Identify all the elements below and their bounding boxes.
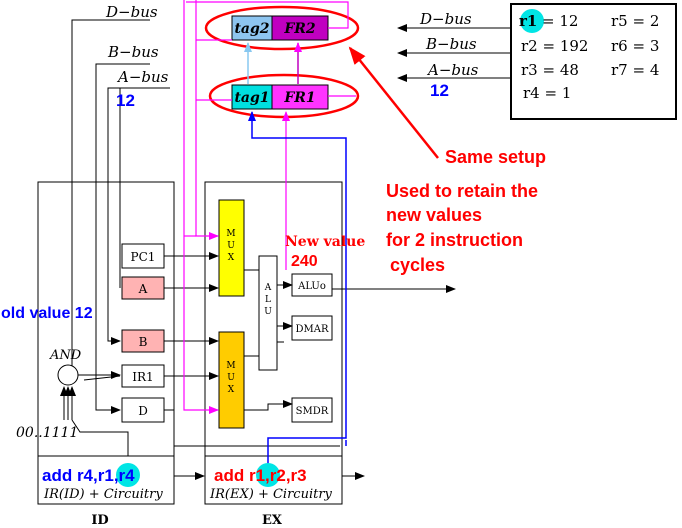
tag2-register bbox=[231, 15, 273, 41]
fr2-ellipse bbox=[204, 5, 360, 51]
smdr-label: SMDR bbox=[296, 406, 329, 417]
reg-r1-value: = 12 bbox=[542, 12, 578, 30]
retain-line-3: for 2 instruction bbox=[386, 230, 523, 250]
tag1-register bbox=[231, 84, 273, 110]
ex-r1-highlight bbox=[256, 463, 280, 487]
pc1-register bbox=[121, 243, 165, 269]
reg-r3: r3 = 48 bbox=[521, 61, 579, 79]
ex-instruction: add r1,r2,r3 bbox=[214, 466, 307, 485]
smdr-register bbox=[291, 397, 333, 423]
regfile-a-bus-value: 12 bbox=[430, 81, 449, 100]
reg-r4: r4 = 1 bbox=[523, 84, 571, 102]
forwarding-wires-blue bbox=[248, 111, 347, 470]
alu bbox=[258, 255, 278, 371]
dmar-label: DMAR bbox=[295, 324, 328, 335]
id-stage-label: ID bbox=[91, 513, 108, 528]
left-bus-lines bbox=[71, 19, 170, 414]
id-caption: IR(ID) + Circuitry bbox=[43, 487, 163, 502]
mux-upper bbox=[218, 199, 245, 297]
r1-highlight bbox=[520, 9, 544, 33]
a-bus-value: 12 bbox=[116, 91, 135, 110]
old-value-label: old value 12 bbox=[1, 305, 93, 322]
regfile-bus-arrows bbox=[397, 24, 511, 82]
new-value-label: New value bbox=[285, 234, 365, 250]
and-gate-label: AND bbox=[49, 348, 82, 363]
ex-caption: IR(EX) + Circuitry bbox=[209, 487, 333, 502]
fr2-register bbox=[271, 15, 329, 41]
id-instruction: add r4,r1,r4 bbox=[42, 466, 135, 485]
b-bus-label: B−bus bbox=[107, 43, 159, 61]
reg-r1-name: r1 bbox=[519, 12, 537, 30]
d-register-label: D bbox=[138, 404, 148, 418]
a-bus-label: A−bus bbox=[116, 68, 169, 86]
mux-lower bbox=[218, 331, 245, 429]
id-to-ex-wires bbox=[164, 252, 456, 447]
regfile-b-bus-label: B−bus bbox=[425, 35, 477, 53]
new-value-number: 240 bbox=[291, 253, 318, 270]
d-register bbox=[121, 397, 165, 423]
reg-r5: r5 = 2 bbox=[611, 12, 659, 30]
fr1-label: FR1 bbox=[283, 90, 315, 106]
and-gate bbox=[57, 364, 79, 386]
retain-line-1: Used to retain the bbox=[386, 181, 538, 201]
tag1-label: tag1 bbox=[234, 90, 269, 106]
retain-line-4: cycles bbox=[390, 255, 445, 275]
d-bus-label: D−bus bbox=[105, 3, 158, 21]
retain-line-2: new values bbox=[386, 205, 482, 225]
ir1-label: IR1 bbox=[132, 370, 153, 384]
bits-label: 00..1111 bbox=[16, 425, 78, 441]
reg-r6: r6 = 3 bbox=[611, 37, 659, 55]
regfile-d-bus-label: D−bus bbox=[419, 10, 472, 28]
reg-r2: r2 = 192 bbox=[521, 37, 588, 55]
id-stage-box bbox=[37, 181, 175, 505]
b-register-label: B bbox=[139, 335, 148, 349]
and-gate-wires bbox=[60, 371, 129, 456]
forwarding-wires-pink bbox=[183, 0, 356, 414]
fr1-register bbox=[271, 84, 329, 110]
id-r1-highlight bbox=[116, 463, 140, 487]
pc1-label: PC1 bbox=[131, 250, 156, 264]
same-setup-label: Same setup bbox=[445, 147, 546, 167]
tag2-label: tag2 bbox=[234, 21, 269, 37]
fr2-label: FR2 bbox=[283, 21, 316, 37]
ex-stage-label: EX bbox=[262, 513, 283, 528]
reg-r7: r7 = 4 bbox=[611, 61, 659, 79]
same-setup-arrow bbox=[348, 46, 439, 159]
ex-stage-box bbox=[204, 181, 343, 505]
a-register-label: A bbox=[138, 282, 148, 296]
regfile-a-bus-label: A−bus bbox=[426, 61, 479, 79]
aluo-label: ALUo bbox=[297, 281, 326, 292]
